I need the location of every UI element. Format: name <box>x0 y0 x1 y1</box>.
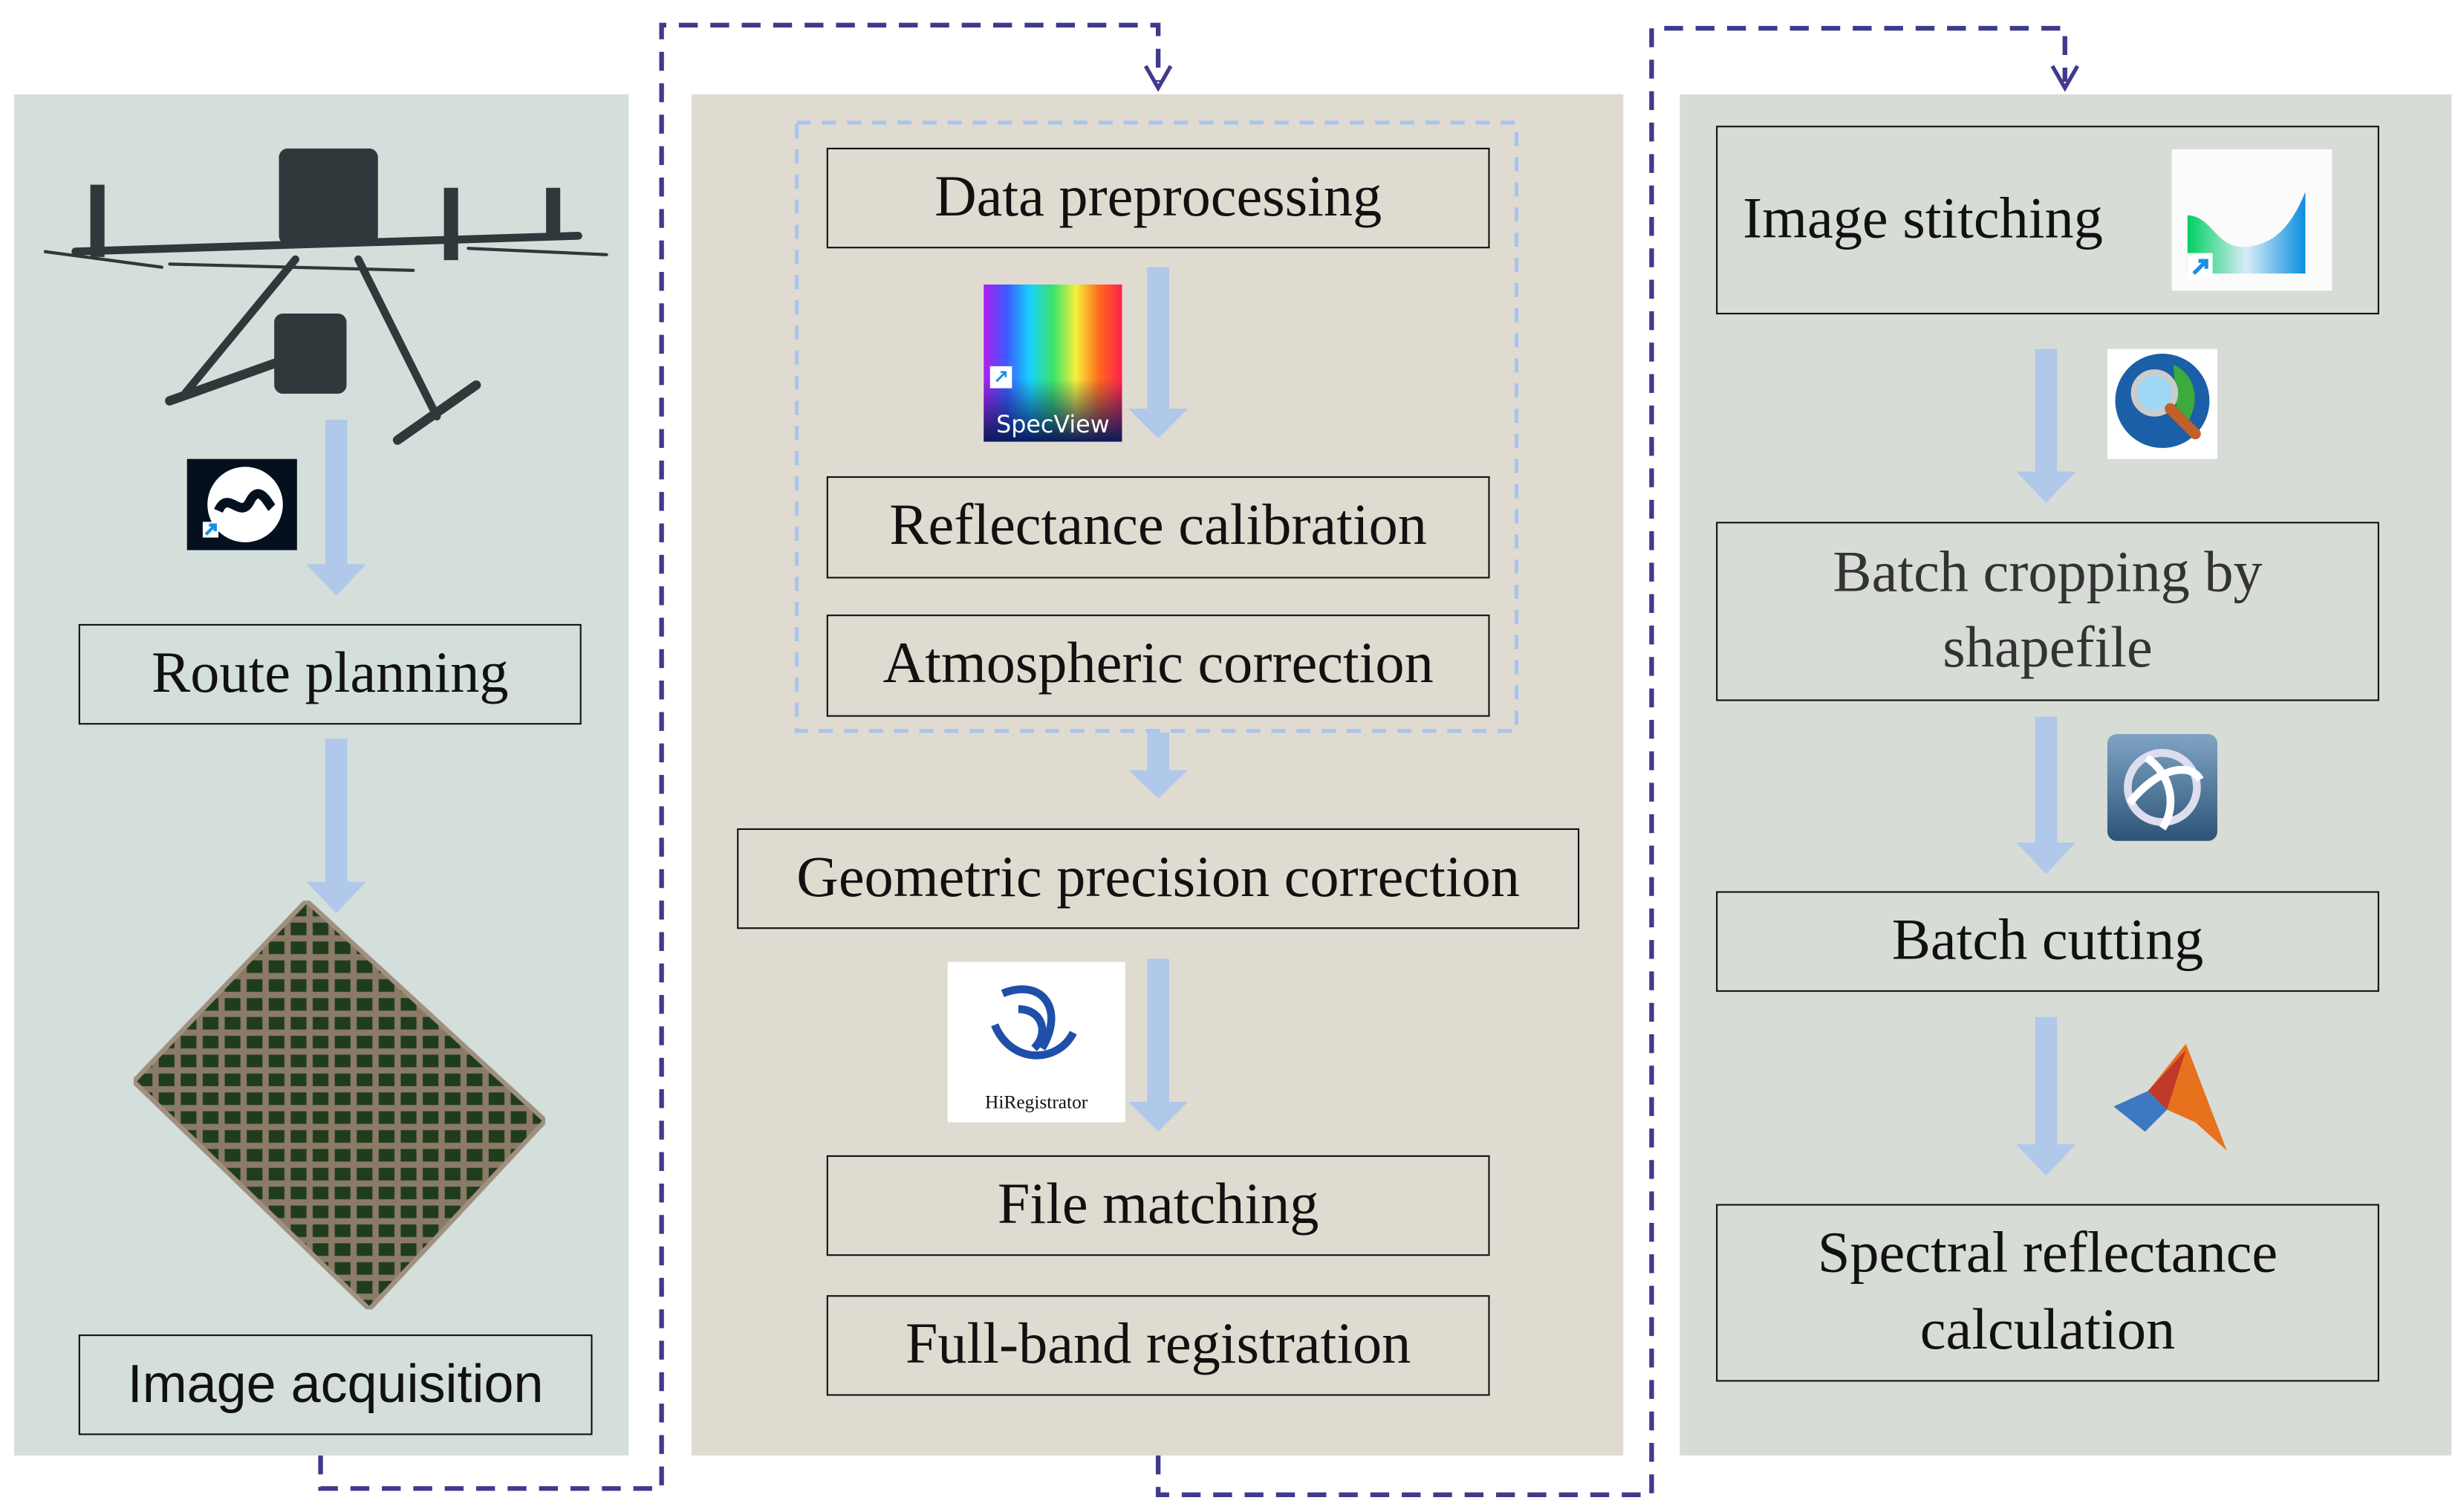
connector-arrowhead <box>1143 65 1173 92</box>
step-batch-cutting: Batch cutting <box>1716 891 2379 992</box>
globe-magnifier-icon[interactable] <box>2107 348 2217 459</box>
step-full-band-registration: Full-band registration <box>826 1295 1490 1396</box>
flow-arrow <box>2016 348 2076 503</box>
dji-pilot-icon[interactable] <box>186 458 297 551</box>
preprocessing-group-border <box>794 120 1519 733</box>
step-batch-cropping-by-shapefile: Batch cropping by shapefile <box>1716 522 2379 701</box>
flow-arrow <box>1128 732 1189 799</box>
step-reflectance-calibration: Reflectance calibration <box>826 476 1490 579</box>
flow-arrow <box>2016 716 2076 875</box>
step-atmospheric-correction: Atmospheric correction <box>826 614 1490 717</box>
connector-middle-to-right <box>1155 25 2067 1498</box>
step-spectral-reflectance-calculation: Spectral reflectance calculation <box>1716 1204 2379 1382</box>
step-image-stitching: Image stitching <box>1716 126 2379 315</box>
hiregistrator-label: HiRegistrator <box>985 1091 1088 1113</box>
drone-image <box>44 148 608 445</box>
stitching-app-icon[interactable] <box>2171 149 2333 291</box>
flow-arrow <box>306 739 366 914</box>
specview-label: SpecView <box>996 410 1110 439</box>
flow-arrows <box>306 267 2076 1176</box>
flow-arrow <box>1128 267 1189 439</box>
envi-icon[interactable] <box>2107 733 2217 841</box>
flow-arrow <box>1128 958 1189 1132</box>
step-data-preprocessing: Data preprocessing <box>826 147 1490 249</box>
right-panel <box>1680 94 2452 1456</box>
step-geometric-precision-correction: Geometric precision correction <box>737 828 1580 929</box>
step-route-planning: Route planning <box>78 623 582 725</box>
connector-arrowhead <box>2050 65 2079 92</box>
step-file-matching: File matching <box>826 1155 1490 1256</box>
connector-left-to-middle <box>318 22 1161 1491</box>
step-image-acquisition: Image acquisition <box>78 1334 593 1435</box>
field-mosaic-image <box>133 901 546 1310</box>
flow-arrow <box>306 419 366 596</box>
flow-arrow <box>2016 1016 2076 1176</box>
matlab-icon[interactable] <box>2113 1043 2227 1151</box>
specview-icon[interactable]: ↗ SpecView <box>984 284 1122 442</box>
hiregistrator-icon[interactable]: HiRegistrator <box>947 961 1125 1123</box>
